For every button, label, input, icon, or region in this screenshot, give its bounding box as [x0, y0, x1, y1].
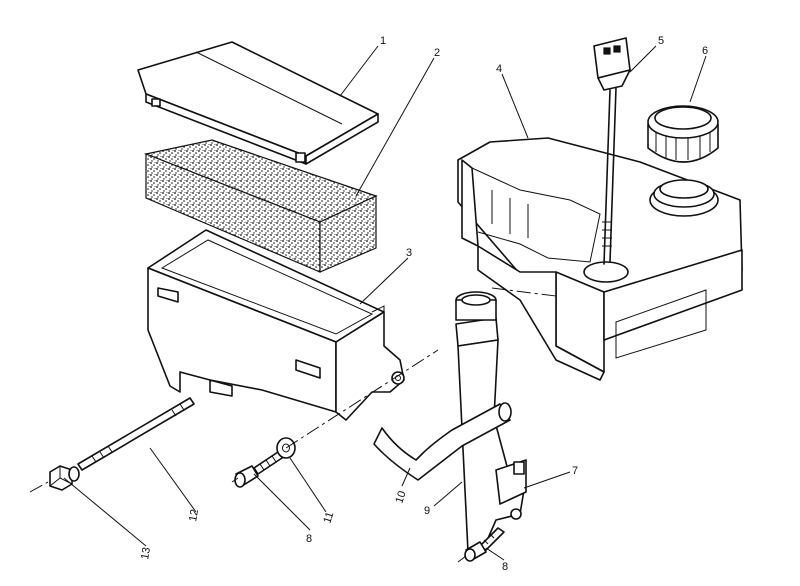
callout-10: 10	[393, 490, 408, 505]
callout-5: 5	[658, 35, 664, 47]
fuel-tank	[457, 137, 743, 381]
fuel-cap	[647, 105, 719, 163]
assembly-axes	[29, 287, 557, 563]
callout-8-upper: 8	[306, 533, 312, 545]
callout-9: 9	[424, 505, 430, 517]
callout-2: 2	[434, 47, 440, 59]
screw-lower	[464, 527, 505, 562]
callout-7: 7	[572, 465, 578, 477]
callout-labels: 1 2 3 4 5 6 7 8 9 10 11 8 12 13	[139, 35, 708, 573]
callout-1: 1	[380, 35, 386, 47]
long-bolt	[77, 397, 195, 471]
callout-4: 4	[496, 63, 502, 75]
callout-6: 6	[702, 45, 708, 57]
dipstick	[593, 37, 631, 265]
callout-11: 11	[321, 510, 336, 525]
nut	[49, 465, 80, 491]
air-cleaner-base	[147, 229, 405, 421]
hose	[373, 402, 512, 481]
callout-13: 13	[139, 546, 153, 560]
callout-3: 3	[406, 247, 412, 259]
callout-12: 12	[187, 508, 201, 522]
leader-lines	[63, 45, 707, 561]
callout-8-lower: 8	[502, 561, 508, 573]
air-cleaner-cover	[137, 41, 379, 165]
foam-filter-element	[143, 139, 378, 273]
